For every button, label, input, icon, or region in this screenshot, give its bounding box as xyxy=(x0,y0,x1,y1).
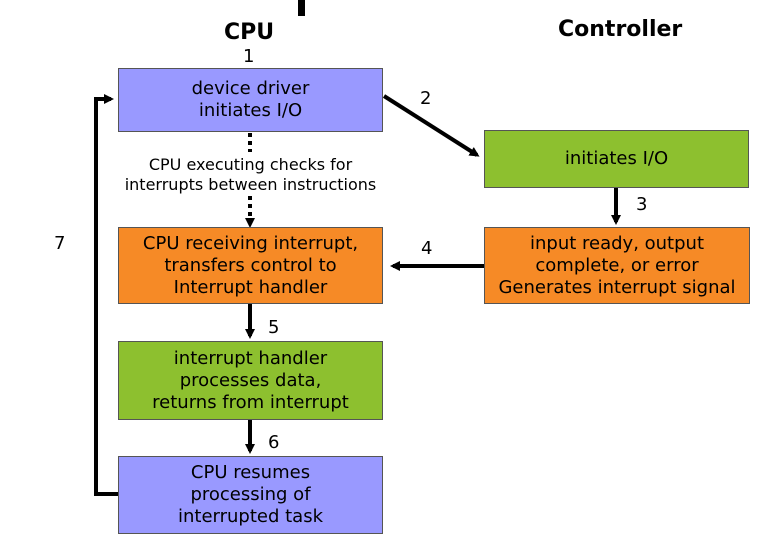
interrupt-check-note: CPU executing checks for interrupts betw… xyxy=(124,155,377,194)
cpu-header: CPU xyxy=(224,20,275,45)
step-5-label: 5 xyxy=(268,317,280,338)
controller-header: Controller xyxy=(558,17,683,42)
step-7-label: 7 xyxy=(54,233,66,254)
arrow-step-7-loop xyxy=(94,94,118,496)
step-6-label: 6 xyxy=(268,432,280,453)
step-2-label: 2 xyxy=(420,88,432,109)
controller-initiates-box: initiates I/O xyxy=(484,130,749,188)
device-driver-box: device driver initiates I/O xyxy=(118,68,383,132)
cpu-receiving-box: CPU receiving interrupt, transfers contr… xyxy=(118,227,383,304)
step-3-label: 3 xyxy=(636,194,648,215)
input-ready-box: input ready, output complete, or error G… xyxy=(484,227,750,304)
top-connector-stub xyxy=(298,0,305,16)
interrupt-handler-box: interrupt handler processes data, return… xyxy=(118,341,383,420)
step-4-label: 4 xyxy=(421,238,433,259)
step-1-label: 1 xyxy=(243,46,255,67)
cpu-resumes-box: CPU resumes processing of interrupted ta… xyxy=(118,456,383,534)
arrow-step-2 xyxy=(382,94,480,157)
